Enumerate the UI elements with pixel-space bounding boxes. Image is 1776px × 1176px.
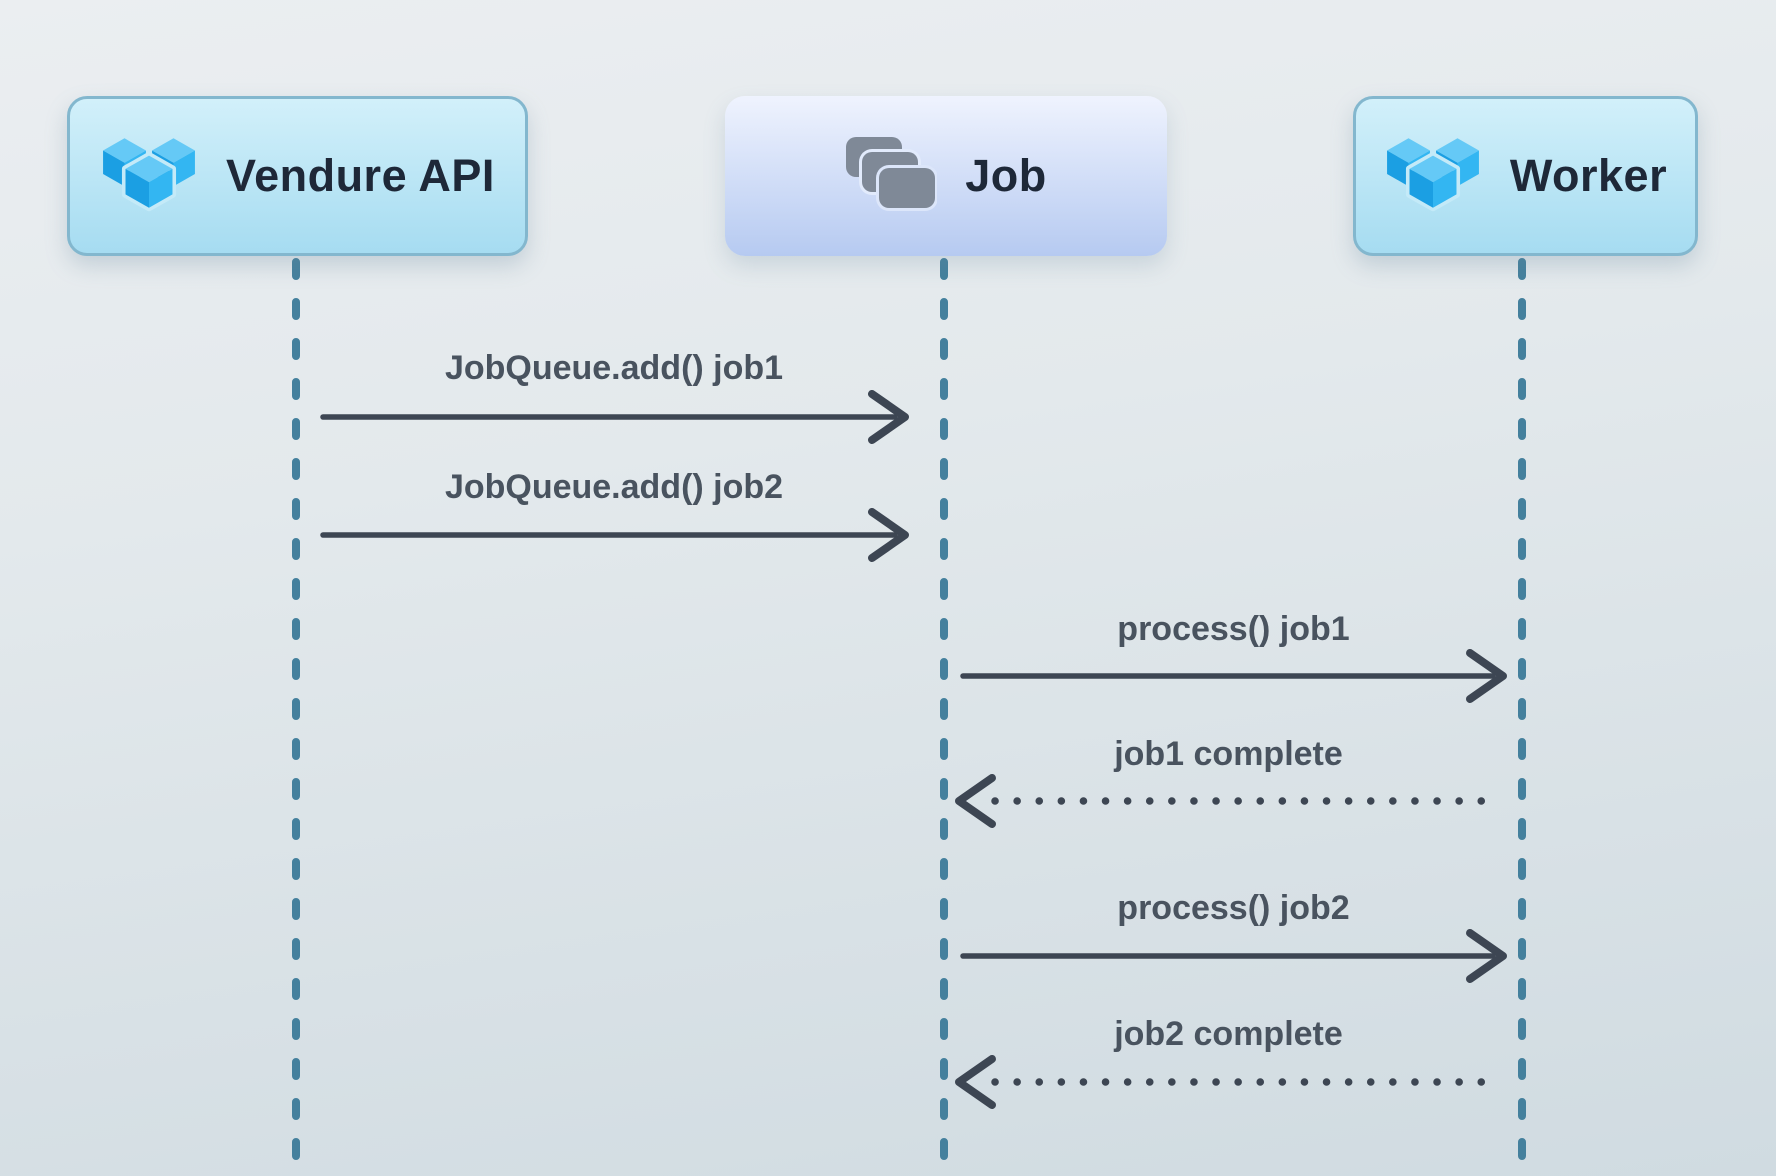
arrowhead-right-icon (868, 390, 909, 444)
message-label: job2 complete (1114, 1015, 1343, 1053)
arrow-job2-complete (955, 1055, 1491, 1109)
arrow-process-job1 (960, 649, 1507, 703)
arrow-jobqueue-add-job2 (320, 508, 909, 562)
arrow-process-job2 (960, 929, 1507, 983)
vendure-cubes-icon (1384, 132, 1482, 221)
actor-name: Worker (1509, 150, 1668, 201)
actor-name: Vendure API (226, 150, 495, 201)
vendure-cubes-icon (100, 132, 198, 221)
job-stack-icon (845, 136, 939, 217)
arrowhead-right-icon (1466, 929, 1507, 983)
actor-box-vendure-api: Vendure API (67, 96, 528, 256)
actor-name: Job (965, 150, 1047, 201)
actor-box-worker: Worker (1353, 96, 1698, 256)
message-label: process() job2 (1117, 889, 1350, 927)
arrowhead-left-icon (955, 774, 996, 828)
arrow-jobqueue-add-job1 (320, 390, 909, 444)
message-label: JobQueue.add() job2 (444, 468, 784, 506)
arrowhead-right-icon (868, 508, 909, 562)
arrow-job1-complete (955, 774, 1491, 828)
message-label: process() job1 (1117, 610, 1350, 648)
actor-box-job: Job (725, 96, 1167, 256)
message-label: job1 complete (1114, 735, 1343, 773)
arrowhead-right-icon (1466, 649, 1507, 703)
arrowhead-left-icon (955, 1055, 996, 1109)
message-label: JobQueue.add() job1 (444, 349, 784, 387)
